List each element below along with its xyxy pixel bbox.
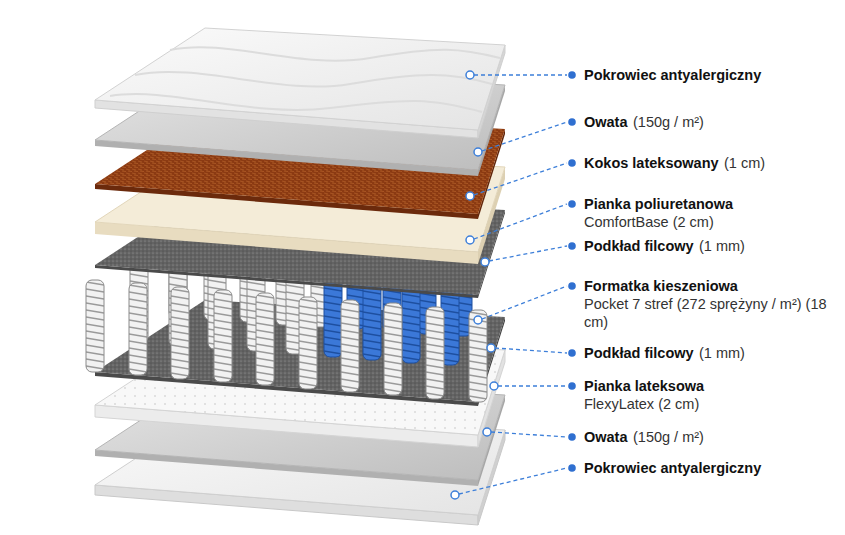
leader-line [491,432,567,437]
spring [341,300,359,392]
layer-spec: FlexyLatex (2 cm) [584,395,699,413]
layer-spec: (1 cm) [724,154,765,172]
leader-line [474,204,567,239]
label-dot [568,71,576,79]
label-dot [568,349,576,357]
anchor-dot [451,491,459,499]
label-dot [568,382,576,390]
layer-name: Pianka lateksowa [584,377,704,395]
layer-name: Owata [584,113,628,131]
spring [299,297,317,389]
leader-line [474,74,567,75]
spring [384,303,402,395]
quilt-line [110,94,482,112]
spring [171,287,189,379]
quilt-line [135,72,492,87]
layer-name: Formatka kieszeniowa [584,277,738,295]
layer-name: Pianka poliuretanowa [584,195,733,213]
layer-name: Pokrowiec antyalergiczny [584,66,761,84]
anchor-dot [474,148,482,156]
anchor-dot [466,236,474,244]
spring [426,307,444,399]
spring [129,283,147,375]
leader-line [498,385,567,386]
label-dot [568,159,576,167]
layer-spec: ComfortBase (2 cm) [584,213,714,231]
spring [469,310,487,402]
label-dot [568,433,576,441]
anchor-dot [487,344,495,352]
layer-name: Podkład filcowy [584,237,694,255]
leader-lines [459,75,567,494]
anchor-dot [483,428,491,436]
layer-spec: (1 mm) [699,237,745,255]
anchor-dot [481,258,489,266]
layer-name: Owata [584,428,628,446]
anchor-dot [490,382,498,390]
leader-line [474,163,567,195]
layer-name: Kokos lateksowany [584,154,719,172]
anchor-dot [466,192,474,200]
anchor-dot [466,71,474,79]
layer-top [95,28,505,130]
layer-spec: (150g / m²) [633,113,704,131]
spring [214,290,232,382]
spring [256,293,274,385]
top-cover [95,28,505,138]
leader-line [459,468,567,494]
label-dot [568,282,576,290]
anchor-dot [474,316,482,324]
leader-line [482,286,567,319]
label-dot [568,242,576,250]
spring [86,280,104,372]
layer-spec: Pocket 7 stref (272 sprężyny / m²) (18 c… [584,295,829,331]
label-dots [568,71,576,472]
layer-spec: (150g / m²) [633,428,704,446]
quilt-line [170,47,500,60]
label-dot [568,464,576,472]
label-dot [568,200,576,208]
layer-spec: (1 mm) [699,344,745,362]
layer-name: Podkład filcowy [584,344,694,362]
leader-line [489,246,567,261]
leader-line [495,348,567,353]
label-dot [568,118,576,126]
leader-dots [451,71,498,499]
leader-line [482,122,567,151]
layer-name: Pokrowiec antyalergiczny [584,459,761,477]
